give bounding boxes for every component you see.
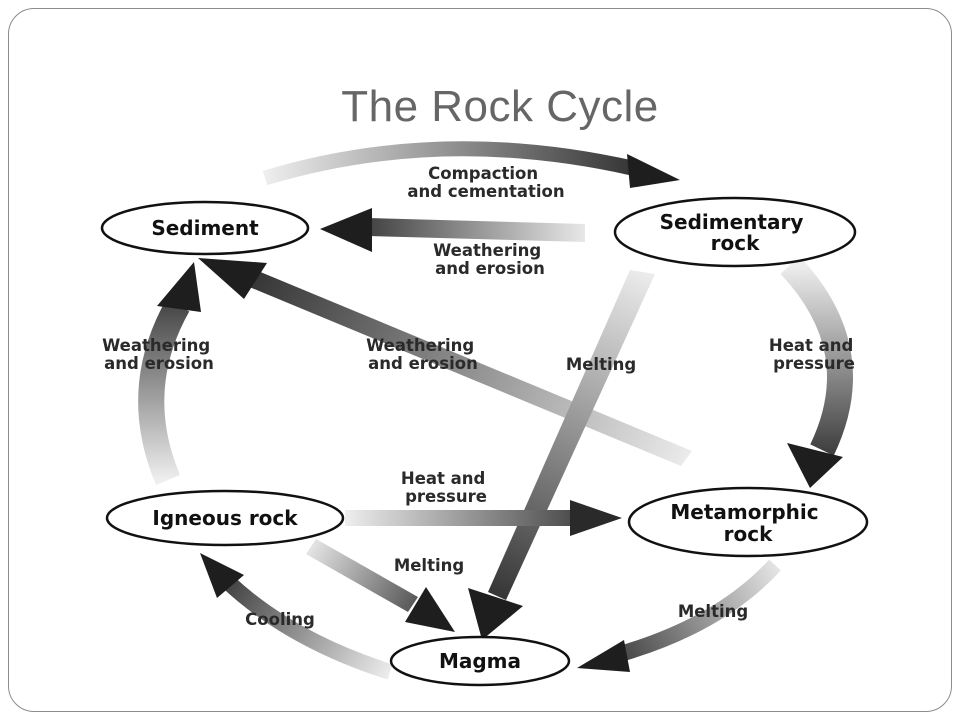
- arrow-melting-center: [468, 270, 655, 640]
- node-metamorphic-rock-label: Metamorphic rock: [670, 500, 825, 546]
- node-sedimentary-rock: Sedimentary rock: [613, 196, 857, 268]
- label-weathering-top-line-2: and erosion: [435, 259, 545, 278]
- arrow-weathering-left: [138, 262, 201, 486]
- label-heat-pressure-right: Heat and pressure: [769, 336, 859, 373]
- label-weathering-left: Weathering and erosion: [102, 336, 216, 373]
- label-heat-right-line-2: pressure: [773, 354, 855, 373]
- label-cooling: Cooling: [245, 610, 315, 629]
- node-sedimentary-rock-line-1: Sedimentary: [660, 210, 804, 234]
- arrow-weathering-top: [320, 208, 585, 252]
- label-weathering-left-line-1: Weathering: [102, 336, 210, 355]
- arrow-melting-metamorphic: [577, 559, 781, 672]
- label-weathering-top-line-1: Weathering: [433, 241, 541, 260]
- label-heat-pressure-middle: Heat and pressure: [401, 469, 491, 506]
- node-sediment: Sediment: [100, 200, 310, 256]
- label-compaction-line-2: and cementation: [407, 182, 564, 201]
- label-heat-middle-line-1: Heat and: [401, 469, 485, 488]
- arrow-melting-igneous: [306, 539, 455, 632]
- arrow-cooling: [200, 553, 393, 680]
- label-compaction-line-1: Compaction: [428, 164, 538, 183]
- label-melting-metamorphic: Melting: [678, 602, 748, 621]
- label-heat-middle-line-2: pressure: [405, 487, 487, 506]
- label-weathering-middle: Weathering and erosion: [366, 336, 480, 373]
- node-magma: Magma: [389, 635, 571, 687]
- node-sedimentary-rock-label: Sedimentary rock: [660, 210, 811, 255]
- node-sediment-label: Sediment: [151, 216, 259, 240]
- label-weathering-middle-line-2: and erosion: [368, 354, 478, 373]
- node-sedimentary-rock-line-2: rock: [711, 231, 760, 255]
- label-heat-right-line-1: Heat and: [769, 336, 853, 355]
- label-melting-igneous: Melting: [394, 556, 464, 575]
- label-weathering-top: Weathering and erosion: [433, 241, 547, 278]
- node-magma-label: Magma: [439, 649, 521, 673]
- arrow-heat-pressure-right: [780, 256, 853, 488]
- node-metamorphic-rock-line-2: rock: [724, 522, 773, 546]
- arrow-heat-pressure-middle: [345, 500, 622, 536]
- node-metamorphic-rock: Metamorphic rock: [627, 486, 869, 558]
- label-weathering-middle-line-1: Weathering: [366, 336, 474, 355]
- arrow-compaction-cementation: [262, 141, 680, 188]
- label-melting-center: Melting: [566, 355, 636, 374]
- label-weathering-left-line-2: and erosion: [104, 354, 214, 373]
- label-compaction-cementation: Compaction and cementation: [407, 164, 564, 201]
- node-metamorphic-rock-line-1: Metamorphic: [670, 500, 818, 524]
- slide-title: The Rock Cycle: [341, 82, 659, 131]
- node-igneous-rock: Igneous rock: [105, 489, 345, 547]
- node-igneous-rock-label: Igneous rock: [152, 506, 298, 530]
